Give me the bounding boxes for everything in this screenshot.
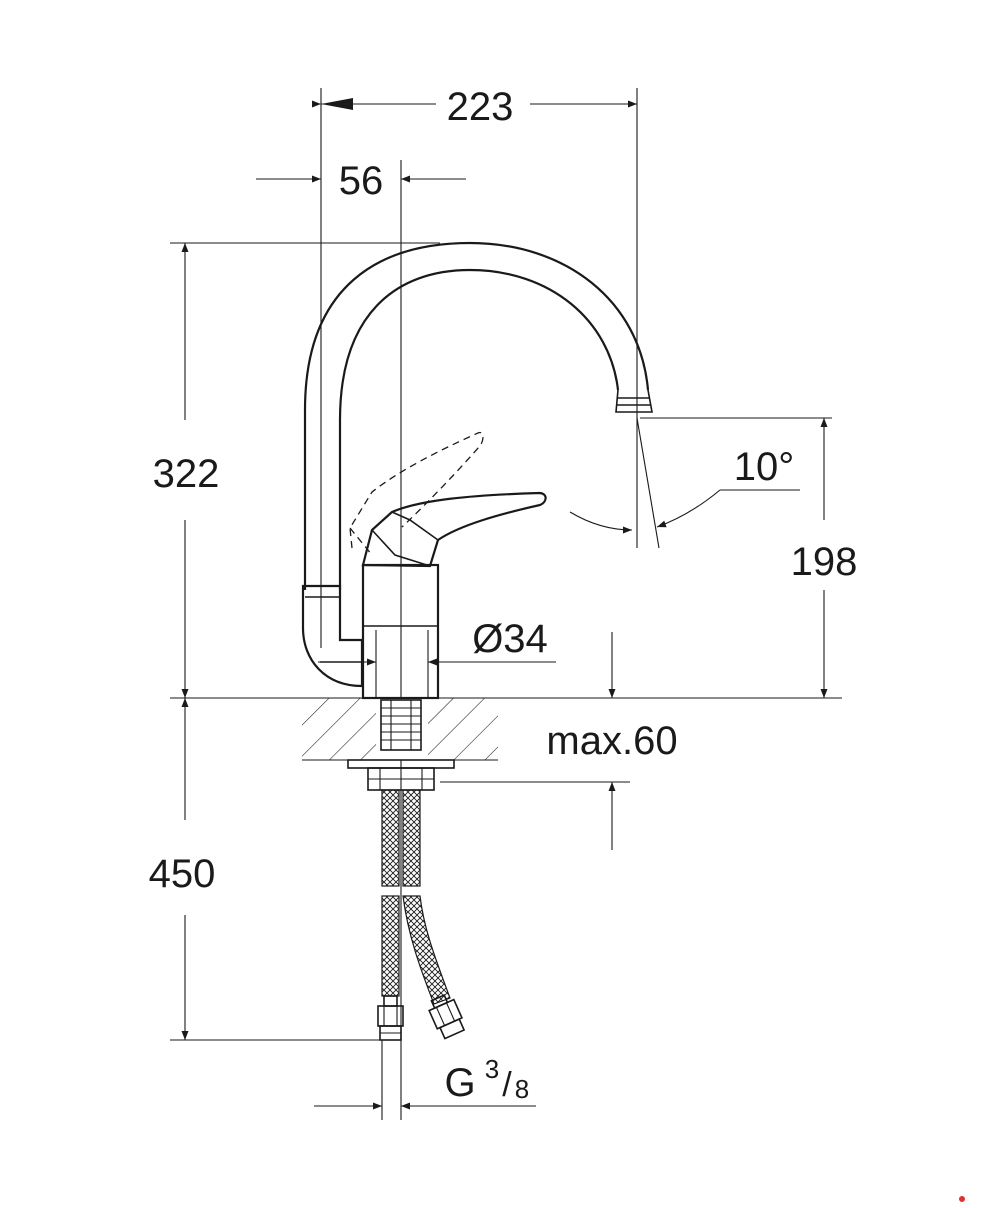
dim-connection-slash: / xyxy=(502,1066,512,1104)
lever-handle xyxy=(349,431,547,568)
dimension-angle: 10° xyxy=(569,417,800,549)
dimension-connection: G 3 / 8 xyxy=(314,1054,536,1110)
dim-offset: 56 xyxy=(339,159,384,203)
dimension-198: 198 xyxy=(791,418,858,698)
dim-connection-num: 3 xyxy=(485,1054,499,1084)
dim-total-reach: 223 xyxy=(447,85,514,129)
dimension-max-deck: max.60 xyxy=(546,632,678,850)
dimension-diameter: Ø34 xyxy=(318,617,556,698)
braided-hoses xyxy=(381,789,451,1005)
dim-connection-g: G xyxy=(444,1061,475,1105)
dim-diameter: Ø34 xyxy=(472,617,548,661)
dim-angle: 10° xyxy=(734,445,795,489)
extension-lines xyxy=(170,88,842,1120)
watermark xyxy=(959,1196,965,1202)
dim-max-deck: max.60 xyxy=(546,719,677,763)
dimension-56: 56 xyxy=(256,159,466,203)
dim-hose-length: 450 xyxy=(149,852,216,896)
dim-connection-den: 8 xyxy=(515,1074,529,1104)
dimension-322: 322 xyxy=(153,243,220,698)
dim-height: 322 xyxy=(153,452,220,496)
dim-spout-height: 198 xyxy=(791,540,858,584)
spout xyxy=(301,241,653,688)
dimension-223: 223 xyxy=(312,85,637,129)
hose-fittings xyxy=(377,994,466,1041)
mounting-hardware xyxy=(347,699,455,791)
dimension-450: 450 xyxy=(149,698,216,1040)
